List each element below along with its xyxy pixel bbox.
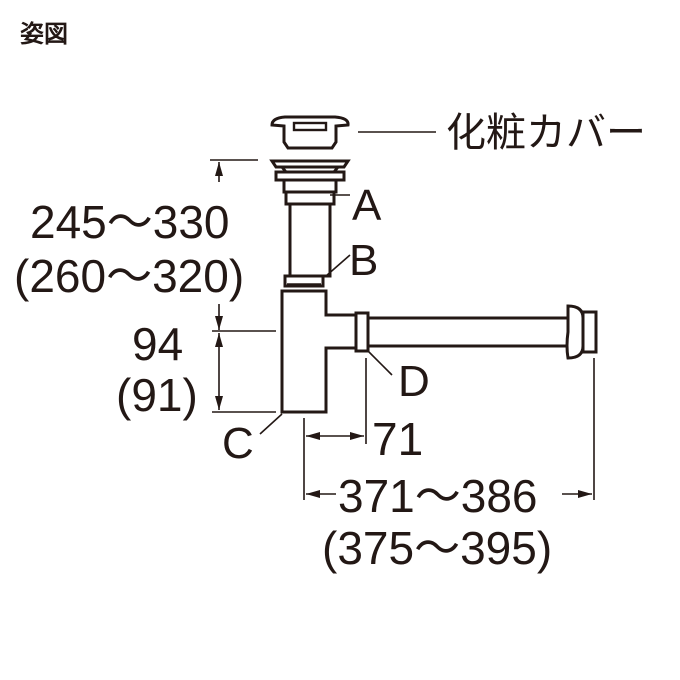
trap-body: [280, 289, 358, 414]
label-c: C: [222, 419, 254, 468]
decorative-cover: [270, 115, 350, 150]
outlet-offset-text: 71: [372, 413, 423, 465]
outlet-offset-dimension: [303, 358, 367, 500]
cover-label: 化粧カバー: [446, 110, 646, 156]
height-range-text: 245〜330: [30, 196, 230, 248]
drain-flange: [269, 159, 351, 206]
trap-depth-dimension: [212, 330, 276, 413]
b-leader-line: [325, 254, 351, 277]
c-leader-line: [259, 413, 283, 435]
tail-pipe: [283, 202, 332, 288]
horizontal-range-alt-text: (375〜395): [322, 522, 552, 574]
d-leader-line: [368, 351, 393, 376]
outlet-pipe: [354, 304, 598, 360]
label-b: B: [349, 236, 378, 285]
trap-depth-alt-text: (91): [116, 369, 198, 421]
horizontal-range-dimension: [306, 358, 595, 500]
height-dimension: [210, 159, 258, 330]
height-range-alt-text: (260〜320): [14, 250, 244, 302]
label-a: A: [352, 181, 382, 230]
diagram-title: 姿図: [20, 20, 68, 48]
label-d: D: [398, 357, 430, 406]
trap-depth-text: 94: [132, 318, 183, 370]
horizontal-range-text: 371〜386: [338, 470, 538, 522]
